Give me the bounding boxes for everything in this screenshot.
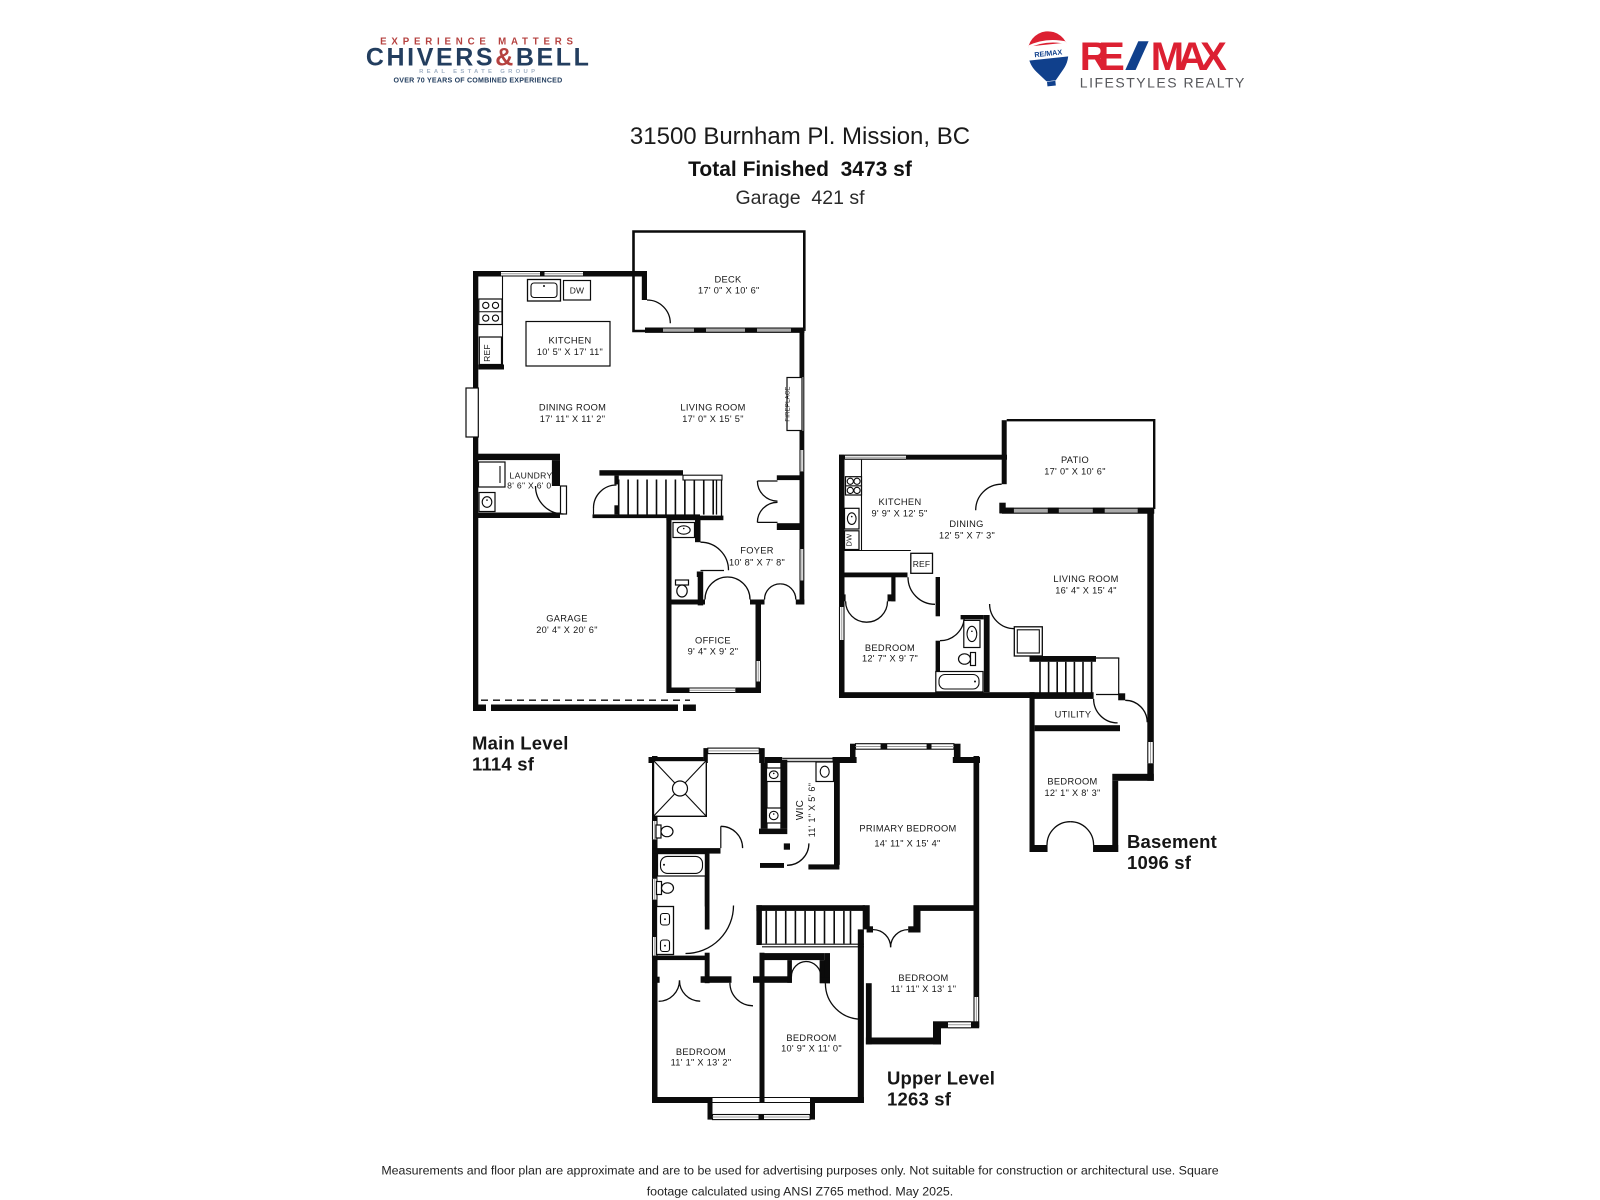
svg-text:12' 1" X 8' 3": 12' 1" X 8' 3" (1044, 788, 1100, 798)
svg-text:CHIVERS&BELL: CHIVERS&BELL (366, 44, 592, 72)
svg-text:DECK: DECK (714, 275, 742, 285)
svg-text:9' 4" X 9' 2": 9' 4" X 9' 2" (688, 647, 739, 657)
svg-text:17' 0" X 10' 6": 17' 0" X 10' 6" (1044, 467, 1106, 477)
svg-text:LAUNDRY: LAUNDRY (509, 471, 552, 481)
svg-text:RE: RE (1080, 35, 1125, 79)
svg-text:12' 7" X 9' 7": 12' 7" X 9' 7" (862, 654, 918, 664)
svg-text:OVER 70 YEARS OF COMBINED EXPE: OVER 70 YEARS OF COMBINED EXPERIENCED (394, 76, 563, 84)
svg-text:1263 sf: 1263 sf (887, 1089, 952, 1110)
svg-text:11' 1" X 5' 6": 11' 1" X 5' 6" (807, 783, 817, 837)
svg-text:DINING ROOM: DINING ROOM (539, 403, 606, 413)
svg-text:DW: DW (845, 533, 854, 547)
svg-text:OFFICE: OFFICE (695, 636, 731, 646)
svg-text:LIVING ROOM: LIVING ROOM (680, 403, 745, 413)
svg-text:REAL ESTATE GROUP: REAL ESTATE GROUP (419, 69, 538, 75)
svg-text:KITCHEN: KITCHEN (549, 336, 592, 346)
svg-text:8' 6" X 6' 0": 8' 6" X 6' 0" (507, 480, 555, 490)
svg-text:LIFESTYLES REALTY: LIFESTYLES REALTY (1080, 75, 1246, 91)
svg-text:17' 11" X 11' 2": 17' 11" X 11' 2" (540, 414, 606, 424)
svg-text:10' 8" X 7' 8": 10' 8" X 7' 8" (729, 558, 785, 568)
svg-text:10' 5" X 17' 11": 10' 5" X 17' 11" (537, 347, 603, 357)
svg-text:1114 sf: 1114 sf (472, 754, 535, 775)
svg-text:PRIMARY BEDROOM: PRIMARY BEDROOM (859, 824, 956, 834)
svg-text:KITCHEN: KITCHEN (879, 497, 922, 507)
svg-text:Garage 421 sf: Garage 421 sf (736, 187, 866, 209)
svg-text:REF: REF (482, 344, 492, 362)
svg-text:Total Finished 3473 sf: Total Finished 3473 sf (688, 158, 913, 181)
svg-text:EXPERIENCE MATTERS: EXPERIENCE MATTERS (380, 36, 578, 47)
svg-text:WIC: WIC (795, 800, 806, 820)
svg-text:11' 11" X 13' 1": 11' 11" X 13' 1" (891, 984, 957, 994)
svg-text:RE/MAX: RE/MAX (1034, 47, 1063, 59)
svg-text:Measurements and floor plan ar: Measurements and floor plan are approxim… (381, 1164, 1218, 1178)
svg-text:11' 1" X 13' 2": 11' 1" X 13' 2" (671, 1058, 732, 1068)
svg-text:BEDROOM: BEDROOM (865, 643, 915, 653)
svg-text:BEDROOM: BEDROOM (786, 1033, 836, 1043)
svg-text:20' 4" X 20' 6": 20' 4" X 20' 6" (536, 625, 598, 635)
svg-text:DW: DW (570, 286, 585, 296)
svg-text:BEDROOM: BEDROOM (1047, 777, 1097, 787)
svg-text:17' 0" X 15' 5": 17' 0" X 15' 5" (682, 414, 744, 424)
svg-text:10' 9" X 11' 0": 10' 9" X 11' 0" (781, 1044, 842, 1054)
svg-text:FOYER: FOYER (740, 546, 774, 556)
svg-text:16' 4" X 15' 4": 16' 4" X 15' 4" (1055, 586, 1117, 596)
svg-text:LIVING ROOM: LIVING ROOM (1053, 574, 1118, 584)
svg-text:REF: REF (913, 559, 931, 569)
svg-text:9' 9" X 12' 5": 9' 9" X 12' 5" (871, 509, 927, 519)
svg-text:Main Level: Main Level (472, 733, 569, 754)
svg-text:MAX: MAX (1151, 35, 1227, 79)
svg-text:BEDROOM: BEDROOM (676, 1047, 726, 1057)
svg-text:UTILITY: UTILITY (1055, 710, 1092, 720)
svg-text:GARAGE: GARAGE (546, 614, 588, 624)
svg-text:BEDROOM: BEDROOM (898, 973, 948, 983)
svg-text:Basement: Basement (1127, 831, 1217, 852)
svg-text:17' 0" X 10' 6": 17' 0" X 10' 6" (698, 286, 760, 296)
svg-text:1096 sf: 1096 sf (1127, 852, 1192, 873)
svg-text:FIREPLACE: FIREPLACE (786, 386, 792, 421)
svg-text:12' 5" X 7' 3": 12' 5" X 7' 3" (939, 531, 995, 541)
svg-text:footage calculated using ANSI: footage calculated using ANSI Z765 metho… (647, 1185, 954, 1199)
svg-text:14' 11" X 15' 4": 14' 11" X 15' 4" (874, 839, 940, 849)
svg-text:DINING: DINING (949, 519, 983, 529)
svg-text:31500 Burnham Pl. Mission, BC: 31500 Burnham Pl. Mission, BC (630, 123, 970, 150)
svg-text:Upper Level: Upper Level (887, 1068, 995, 1089)
svg-text:PATIO: PATIO (1061, 455, 1089, 465)
